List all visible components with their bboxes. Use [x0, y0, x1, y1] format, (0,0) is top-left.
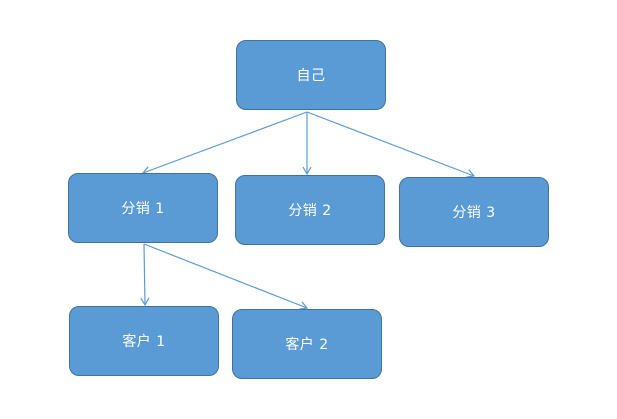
connector-self-to-distributor-3 [306, 111, 476, 178]
connector-distributor-1-to-customer-1 [140, 243, 150, 307]
node-label: 分销 3 [452, 205, 496, 221]
node-distributor-2: 分销 2 [235, 175, 385, 245]
node-distributor-3: 分销 3 [399, 177, 549, 247]
node-label: 分销 2 [288, 203, 332, 219]
node-self: 自己 [236, 40, 386, 110]
connector-distributor-1-to-customer-2 [143, 243, 309, 310]
node-label: 自己 [296, 68, 326, 84]
node-customer-1: 客户 1 [69, 306, 219, 376]
connector-self-to-distributor-1 [141, 111, 308, 175]
node-customer-2: 客户 2 [232, 309, 382, 379]
node-label: 客户 1 [122, 334, 166, 350]
node-label: 分销 1 [121, 201, 165, 217]
node-label: 客户 2 [285, 337, 329, 353]
node-distributor-1: 分销 1 [68, 173, 218, 243]
